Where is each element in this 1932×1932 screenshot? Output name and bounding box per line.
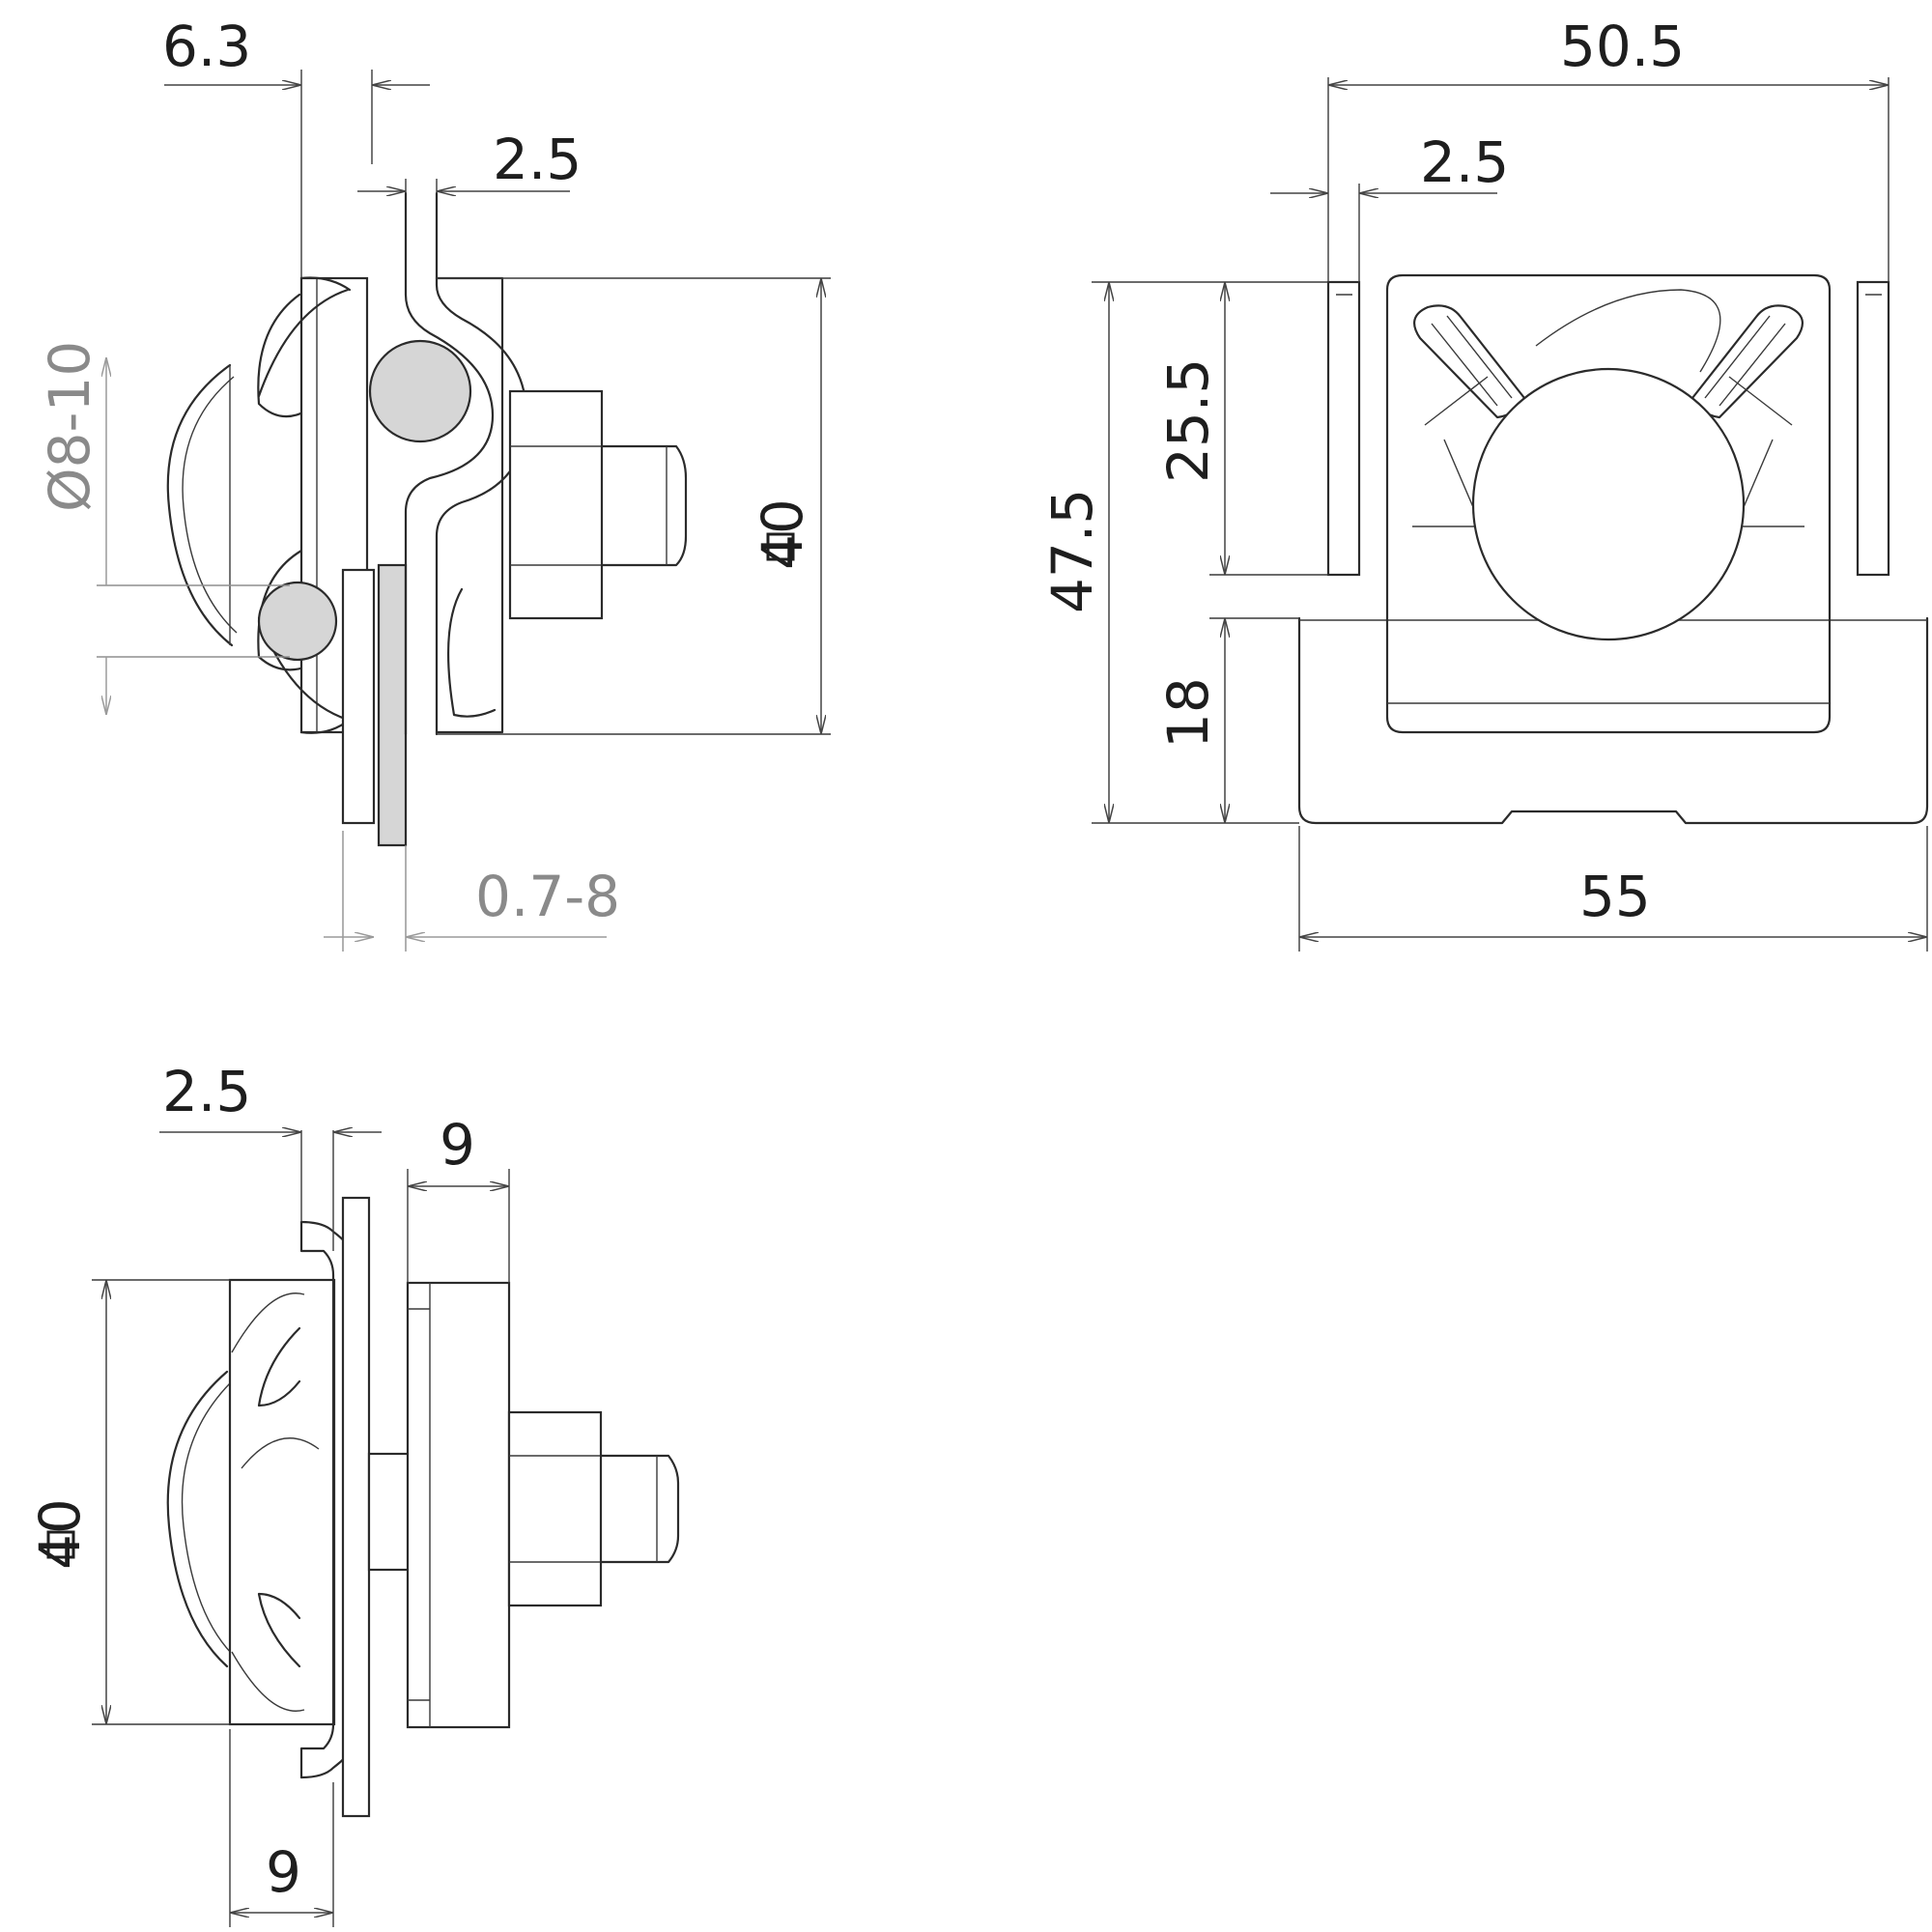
square-symbol-icon — [766, 532, 795, 561]
conductor-large — [368, 339, 472, 443]
dim-2-5-side: 2.5 — [493, 127, 582, 192]
square-symbol-icon — [46, 1530, 75, 1559]
dim-55: 55 — [1579, 864, 1651, 929]
conductor-small — [257, 581, 338, 662]
dim-2-5-bottom: 2.5 — [162, 1059, 251, 1124]
dim-9-bottom: 9 — [266, 1839, 301, 1905]
dim-0-7-8: 0.7-8 — [475, 864, 620, 929]
dim-25-5: 25.5 — [1155, 358, 1221, 483]
side-view: 6.3 2.5 40 Ø8-10 0.7-8 — [37, 14, 831, 952]
dim-50-5: 50.5 — [1560, 14, 1685, 79]
dim-2-5-front: 2.5 — [1420, 129, 1509, 195]
dim-9-top: 9 — [440, 1112, 475, 1178]
dim-square-40-bottom: 40 — [27, 1498, 93, 1570]
dim-47-5: 47.5 — [1039, 489, 1105, 613]
dim-6-3: 6.3 — [162, 14, 251, 79]
bottom-view: 2.5 9 40 9 — [27, 1059, 680, 1927]
dim-diameter-8-10: Ø8-10 — [37, 341, 102, 512]
dim-18: 18 — [1155, 677, 1221, 749]
front-view: 50.5 2.5 47.5 25.5 18 55 — [1039, 14, 1929, 952]
